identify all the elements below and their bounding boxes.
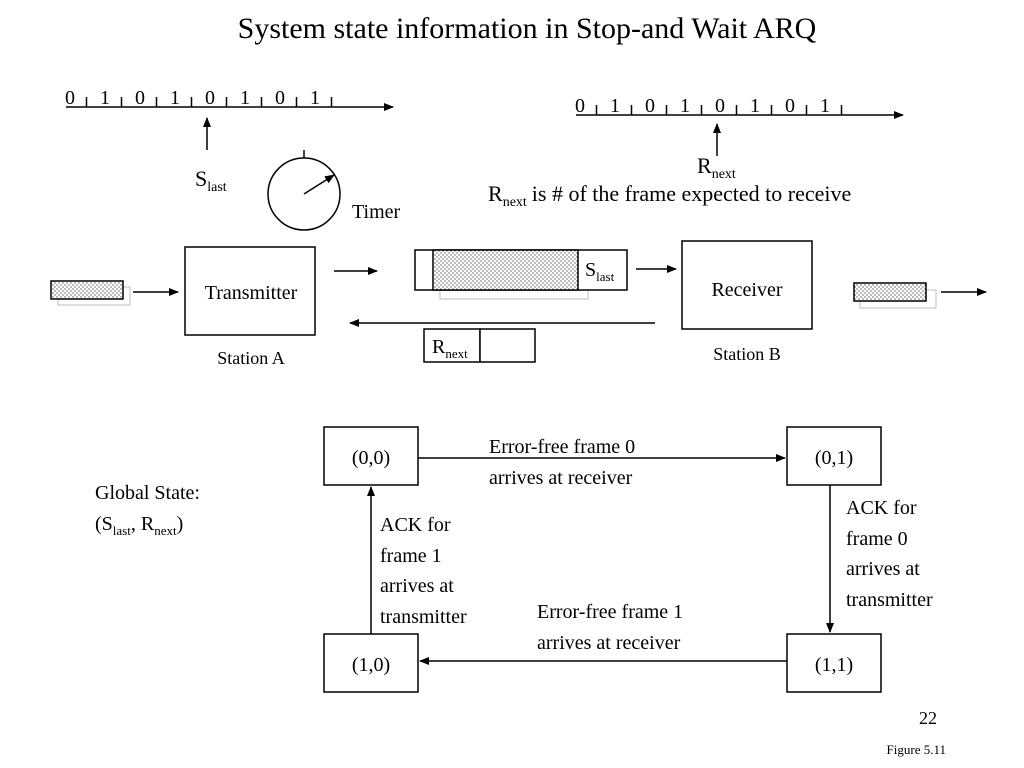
station-b-label: Station B: [713, 344, 781, 364]
sender-seq-label: 1: [240, 87, 250, 109]
sender-sequence-axis: 0 1 0 1 0 1 0 1 Slast: [65, 87, 394, 195]
sender-seq-label: 0: [65, 87, 75, 109]
slide-title: System state information in Stop-and Wai…: [238, 12, 817, 45]
sender-seq-label: 0: [275, 87, 285, 109]
ack-frame-body: [479, 328, 536, 363]
transition-label-frame0: Error-free frame 0 arrives at receiver: [489, 436, 640, 489]
timer-icon: [267, 150, 341, 231]
receiver-seq-label: 0: [575, 95, 585, 117]
sender-seq-label: 0: [205, 87, 215, 109]
input-frame: [50, 280, 124, 300]
sender-seq-label: 0: [135, 87, 145, 109]
receiver-seq-label: 1: [820, 95, 830, 117]
state-label-01: (0,1): [815, 447, 853, 469]
output-frame: [853, 282, 927, 302]
receiver-seq-label: 1: [750, 95, 760, 117]
figure-label: Figure 5.11: [887, 742, 946, 757]
frame-header-s-last: Slast: [585, 259, 615, 284]
receiver-seq-label: 0: [645, 95, 655, 117]
transmitter-label: Transmitter: [205, 282, 298, 304]
state-label-10: (1,0): [352, 654, 390, 676]
transmitter-box: [184, 246, 316, 336]
state-box-01: [786, 426, 882, 486]
receiver-sequence-axis: 0 1 0 1 0 1 0 1 Rnext: [575, 95, 904, 182]
transition-label-ack1: ACK for frame 1 arrives at transmitter: [380, 514, 467, 628]
receiver-seq-label: 1: [610, 95, 620, 117]
receiver-sequence-labels: 0 1 0 1 0 1 0 1: [575, 95, 843, 117]
global-state-tuple: (Slast, Rnext): [95, 513, 183, 538]
frame-payload: [432, 249, 579, 291]
sender-sequence-labels: 0 1 0 1 0 1 0 1: [65, 87, 333, 109]
state-box-00: [323, 426, 419, 486]
sender-seq-label: 1: [100, 87, 110, 109]
r-next-pointer-label: Rnext: [697, 153, 736, 182]
transition-label-frame1: Error-free frame 1 arrives at receiver: [537, 601, 688, 654]
receiver-seq-label: 0: [785, 95, 795, 117]
ack-frame: [423, 328, 481, 363]
state-label-11: (1,1): [815, 654, 853, 676]
receiver-box: [681, 240, 813, 330]
s-last-label: Slast: [195, 166, 227, 195]
sender-seq-label: 1: [170, 87, 180, 109]
transition-label-ack0: ACK for frame 0 arrives at transmitter: [846, 497, 933, 611]
receiver-seq-label: 1: [680, 95, 690, 117]
station-a-label: Station A: [217, 348, 285, 368]
state-box-10: [323, 633, 419, 693]
timer-label: Timer: [352, 201, 401, 223]
state-label-00: (0,0): [352, 447, 390, 469]
sender-seq-label: 1: [310, 87, 320, 109]
page-number: 22: [919, 708, 937, 728]
receiver-seq-label: 0: [715, 95, 725, 117]
state-box-11: [786, 633, 882, 693]
receiver-label: Receiver: [711, 279, 782, 301]
global-state-title: Global State:: [95, 482, 200, 504]
ack-r-next-label: Rnext: [432, 336, 468, 361]
